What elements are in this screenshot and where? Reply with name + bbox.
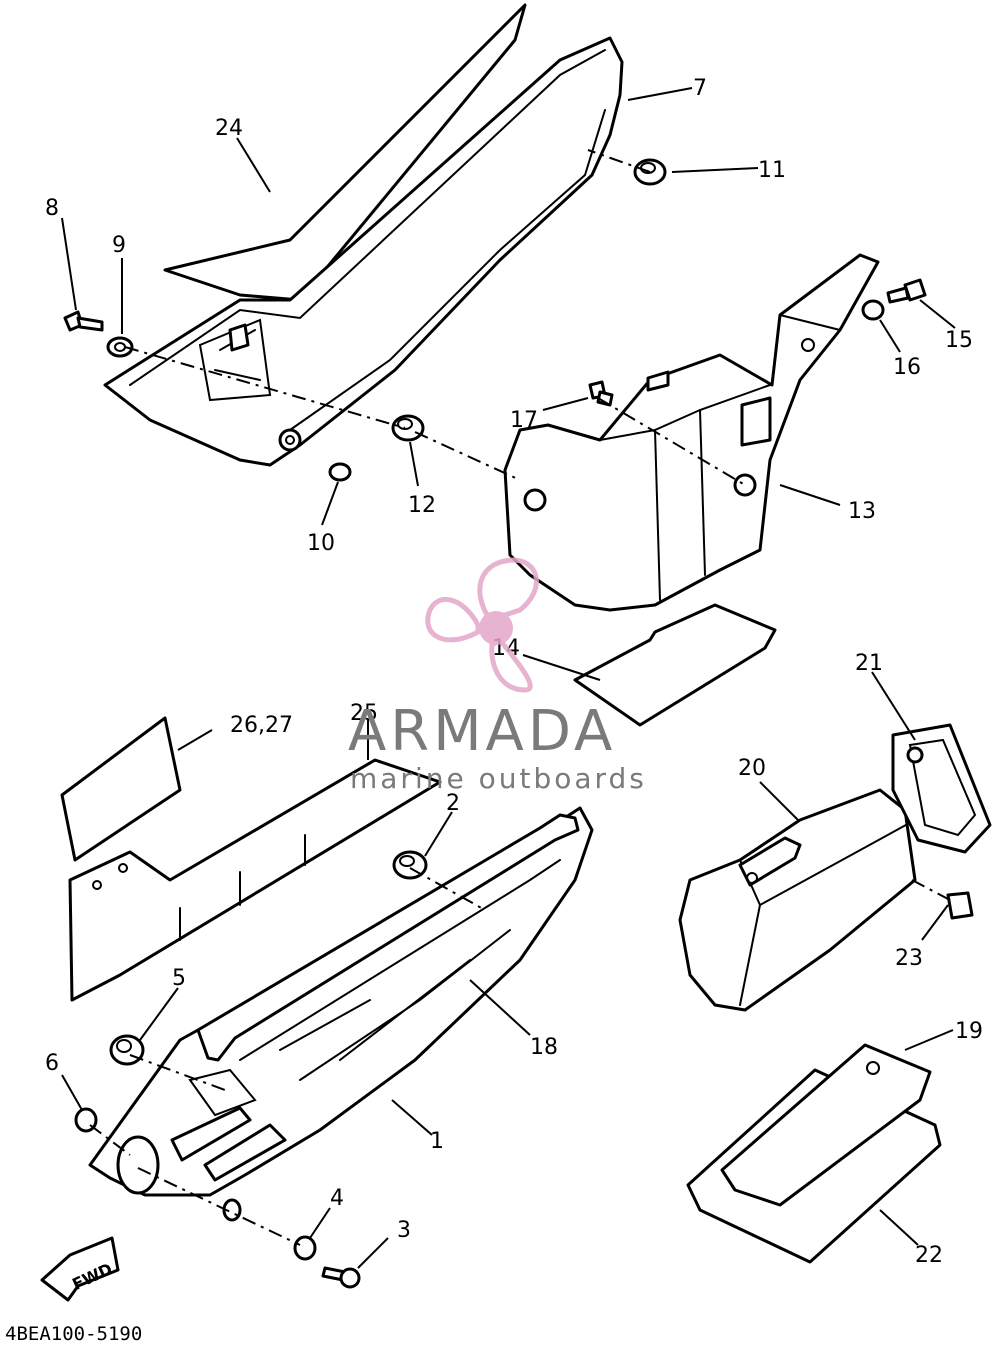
bolt-part-15 <box>886 278 927 304</box>
callout-9: 9 <box>112 233 126 258</box>
callout-13: 13 <box>848 499 876 524</box>
side-cover-part-7 <box>103 36 624 467</box>
bolt-part-8 <box>63 310 104 332</box>
forward-arrow-icon: FWD <box>40 1236 120 1302</box>
callout-8: 8 <box>45 196 59 221</box>
callout-24: 24 <box>215 116 243 141</box>
washer-part-16 <box>861 299 885 321</box>
washer-part-10 <box>328 462 352 482</box>
callout-16: 16 <box>893 355 921 380</box>
watermark-brand: ARMADA <box>348 699 616 764</box>
decal-part-24 <box>163 3 527 302</box>
callout-7: 7 <box>693 76 707 101</box>
label-plate-part-26-27 <box>60 716 182 862</box>
sheet-part-14 <box>573 603 777 727</box>
callout-17: 17 <box>510 408 538 433</box>
callout-25: 25 <box>350 701 378 726</box>
callout-20: 20 <box>738 756 766 781</box>
armada-watermark: ARMADA marine outboards <box>348 557 647 795</box>
callout-21: 21 <box>855 651 883 676</box>
side-cover-part-1 <box>88 806 594 1222</box>
propeller-logo-icon <box>425 557 539 693</box>
bracket-part-21 <box>891 723 992 854</box>
callout-18: 18 <box>530 1035 558 1060</box>
callout-23: 23 <box>895 946 923 971</box>
diagram-code: 4BEA100-5190 <box>5 1323 142 1345</box>
callout-19: 19 <box>955 1019 983 1044</box>
callout-4: 4 <box>330 1186 344 1211</box>
washer-part-4 <box>293 1235 317 1261</box>
callout-3: 3 <box>397 1218 411 1243</box>
watermark-tagline: marine outboards <box>350 762 647 795</box>
grommet-part-12 <box>391 414 425 442</box>
cover-part-19 <box>720 1043 932 1207</box>
callout-5: 5 <box>172 966 186 991</box>
bolt-part-3 <box>321 1266 361 1289</box>
assembly-lines <box>89 149 951 1246</box>
battery-box-part-13 <box>503 253 880 612</box>
grommet-part-5 <box>109 1034 145 1066</box>
callout-2: 2 <box>446 791 460 816</box>
tool-box-part-20 <box>678 788 917 1012</box>
emblem-part-18 <box>196 813 580 1081</box>
callout-10: 10 <box>307 531 335 556</box>
leader-lines <box>61 87 956 1269</box>
callout-26-27: 26,27 <box>230 713 293 738</box>
callout-12: 12 <box>408 493 436 518</box>
bolt-part-17 <box>588 380 614 407</box>
callout-11: 11 <box>758 158 786 183</box>
decal-part-25 <box>68 758 442 1002</box>
callout-6: 6 <box>45 1051 59 1076</box>
callout-1: 1 <box>430 1129 444 1154</box>
callout-15: 15 <box>945 328 973 353</box>
bolt-part-23 <box>946 891 974 920</box>
callout-22: 22 <box>915 1243 943 1268</box>
